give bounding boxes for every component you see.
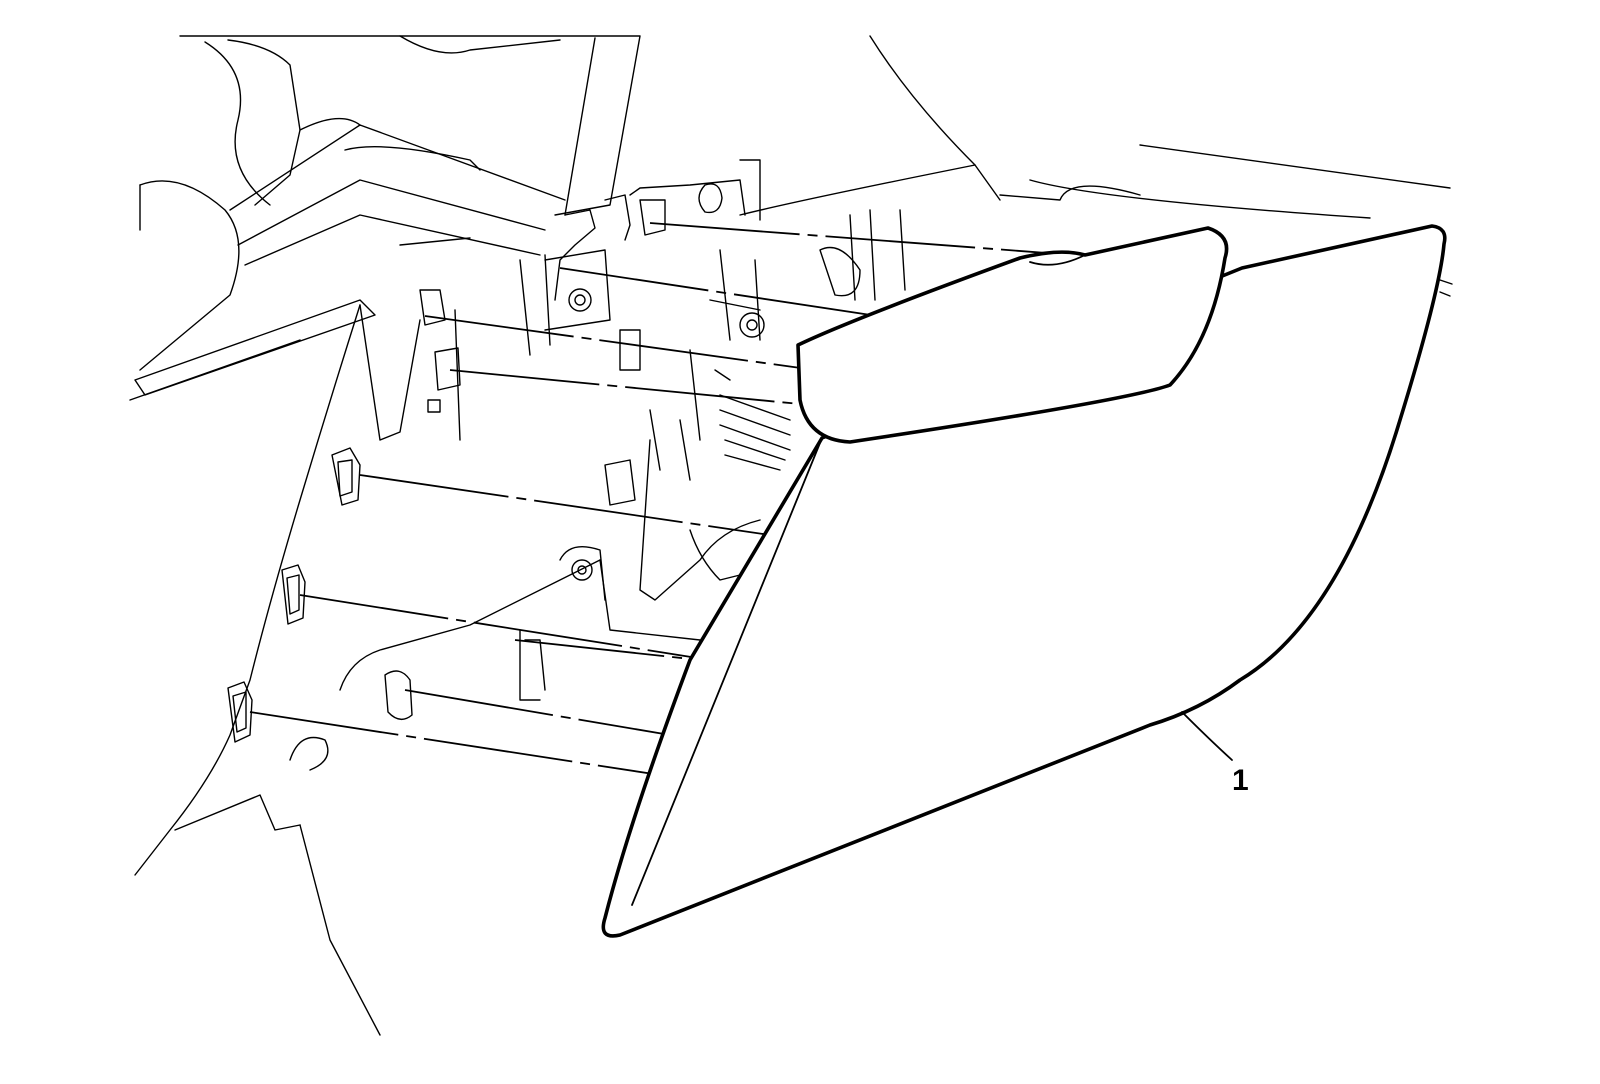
callout-label-1: 1 [1232, 764, 1249, 797]
trim-panel [601, 224, 1447, 938]
console-structure [129, 35, 1453, 1036]
retainer-clips [227, 347, 636, 743]
callout-1: 1 [1181, 711, 1249, 797]
alignment-lines [249, 222, 1061, 776]
